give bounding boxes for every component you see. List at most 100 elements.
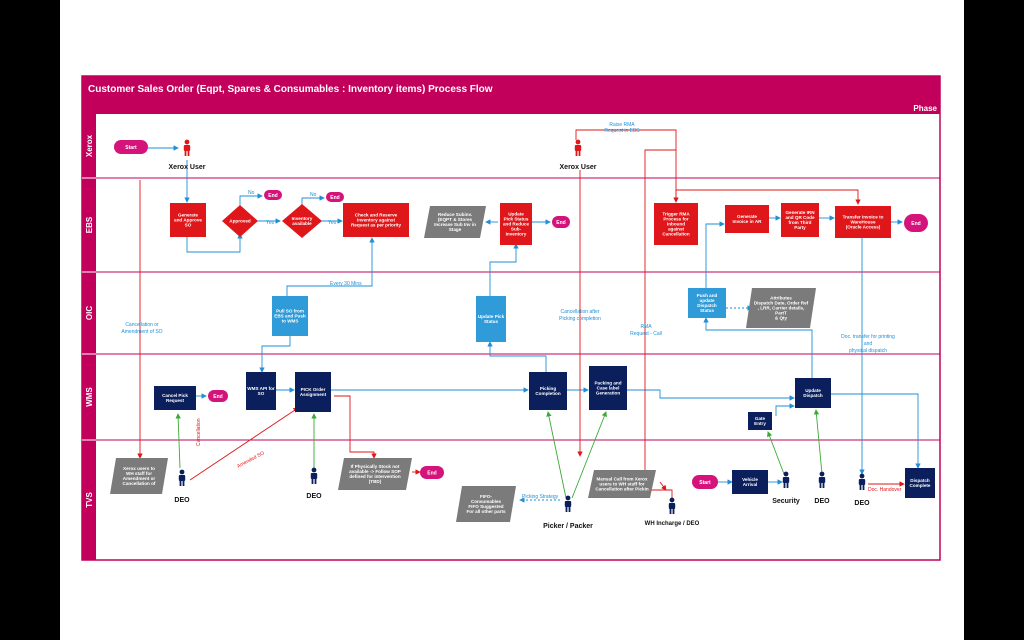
svg-text:Doc. Handover: Doc. Handover [868,487,902,493]
deo-2-person-icon: DEO [306,467,322,500]
reduce-subinv-line: Stage [449,227,462,232]
start-vehicle-label: Start [699,480,711,486]
push-dispatch-line: Push and [697,293,718,298]
end-ebs-pick-terminal[interactable]: End [552,216,570,228]
end-physical-terminal[interactable]: End [420,466,444,479]
picker-packer-person-icon: Picker / Packer [543,495,593,530]
deo-4-label: DEO [854,500,870,507]
gate-entry-line: Entry [754,421,766,426]
end-approved-label: End [268,193,277,199]
security-person-icon: Security [772,471,800,505]
generate-approve-so-line: SO [185,223,192,228]
start-xerox-terminal[interactable]: Start [114,140,148,154]
update-pick-status-ebs-line: Pick Status [504,217,529,222]
xerox-user-2-label: Xerox User [560,164,597,171]
svg-text:Cancellation after: Cancellation after [561,309,600,315]
start-vehicle-terminal[interactable]: Start [692,475,718,489]
check-reserve-line: Request as per priority [351,223,401,228]
push-dispatch-line: Status [700,308,714,313]
svg-text:Cancellation: Cancellation [196,418,202,446]
trigger-rma-line: against [668,227,685,232]
end-physical-label: End [427,471,436,477]
end-inventory-label: End [330,195,339,201]
phase-label: Phase [913,104,937,113]
end-inventory-terminal[interactable]: End [326,192,344,202]
transfer-invoice-line: (Oracle Access) [846,225,881,230]
trigger-rma-line: Process for [663,217,688,222]
approved-box[interactable]: Approved [222,205,258,237]
svg-text:No: No [248,190,255,196]
trigger-rma-line: Trigger RMA [662,211,690,216]
picker-packer-label: Picker / Packer [543,523,593,530]
manual-call-line: users to WH staff for [599,482,644,487]
svg-text:and: and [864,341,873,347]
end-cancel-pick-terminal[interactable]: End [208,390,228,402]
connectors [137,129,921,503]
generate-invoice-line: Generate [737,214,757,219]
pick-order-line: PICK Order [301,387,326,392]
update-dispatch-line: Dispatch [803,393,823,398]
generate-irn-line: and QR Code [785,215,815,220]
svg-text:Request - Call: Request - Call [630,331,662,337]
fifo-line: FIFO- [480,494,492,499]
svg-text:No: No [310,192,317,198]
end-ebs-invoice-label: End [911,221,920,227]
picking-completion-line: Completion [535,391,560,396]
wms-api-line: WMS API for [247,386,275,391]
security-label: Security [772,498,800,505]
packing-line: Packing and [594,381,621,386]
push-dispatch-line: Dispatch [697,303,717,308]
check-reserve-line: inventory against [357,218,396,223]
attributes-line: & Qty [775,316,788,321]
end-ebs-invoice-terminal[interactable]: End [904,214,928,232]
check-reserve-line: Check and Reserve [355,213,398,218]
deo-2-label: DEO [306,493,322,500]
deo-4-person-icon: DEO [854,473,870,507]
update-pick-status-ebs-line: Update [508,211,524,216]
vehicle-line: Vehicle [742,477,758,482]
lane-wms: WMS [85,387,94,407]
deo-3-person-icon: DEO [814,471,830,505]
reduce-subinv-line: Increase Sub Inv in [434,222,476,227]
gate-entry-line: Gate [755,416,766,421]
end-approved-terminal[interactable]: End [264,190,282,200]
vehicle-line: Arrival [743,482,758,487]
attributes-line: PartT [775,311,787,316]
wh-incharge-label: WH Incharge / DEO [645,521,700,527]
deo-1-person-icon: DEO [174,469,190,504]
transfer-invoice-line: Transfer Invoice to [843,215,884,220]
xerox-wh-line: Cancellation of [123,481,156,486]
physically-stock-line: If Physically Stock not [351,464,400,469]
attributes-line: Dispatch Date, Order Ref [754,301,809,306]
xerox-wh-line: Amendment or [123,476,156,481]
dispatch-complete-line: Complete [910,483,931,488]
attributes-line: , LRR, Carrier details, [758,306,805,311]
trigger-rma-line: Cancellation [662,232,690,237]
